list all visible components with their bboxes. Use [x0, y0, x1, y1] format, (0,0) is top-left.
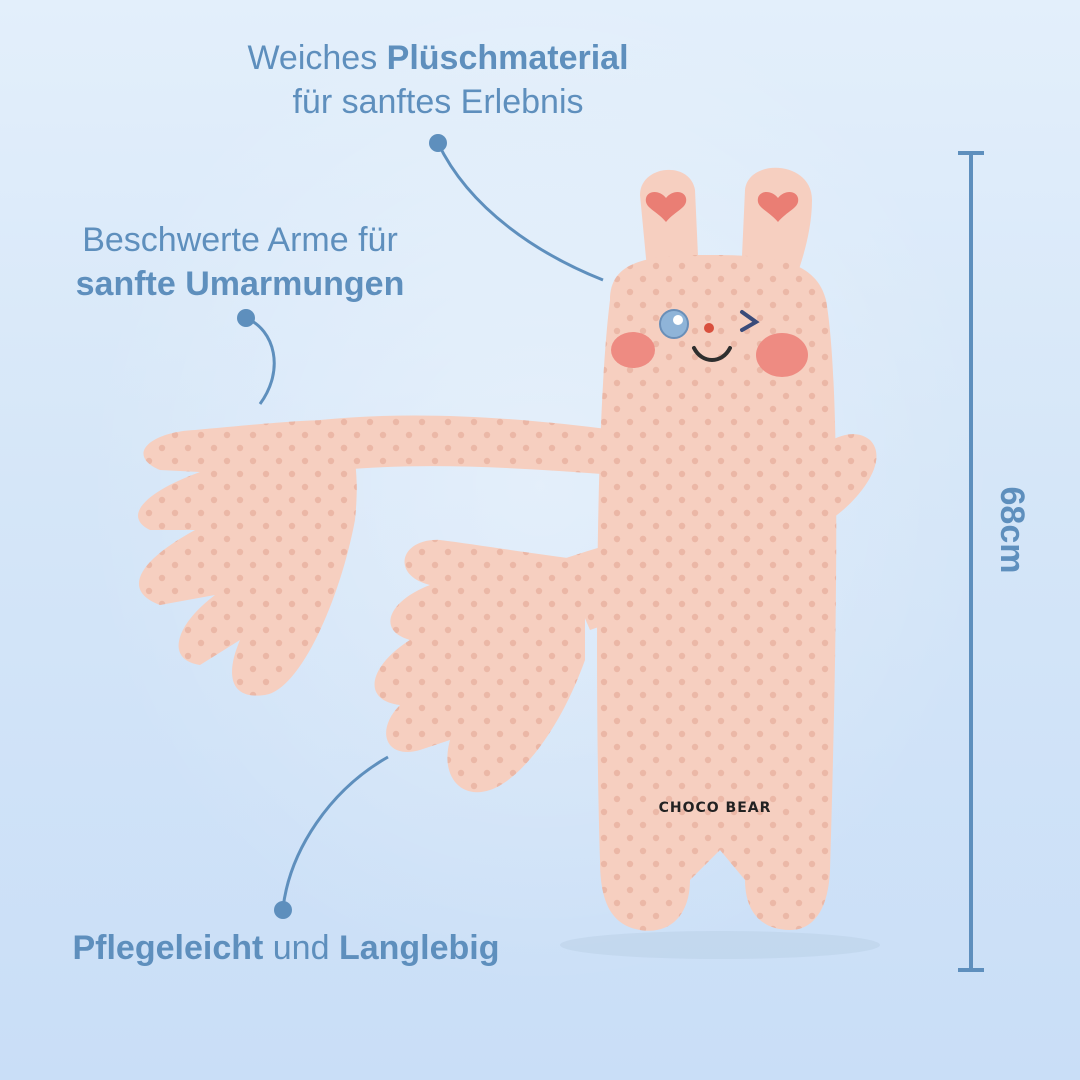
callout-bottom-bold1: Pflegeleicht — [72, 929, 264, 967]
plush-toy — [138, 167, 880, 959]
connector-dot-bottom — [274, 901, 292, 919]
connector-top — [436, 142, 604, 282]
connector-bottom — [281, 755, 389, 909]
callout-easy-care: Pflegeleicht und Langlebig — [36, 926, 536, 970]
smile-mouth — [692, 346, 732, 362]
connector-left — [245, 316, 276, 405]
heart-icon — [645, 192, 687, 222]
callout-plush-material: Weiches Plüschmaterial für sanftes Erleb… — [208, 36, 668, 124]
height-label: 68cm — [993, 486, 1031, 574]
connector-lines — [245, 142, 604, 909]
cheek-right — [756, 333, 808, 377]
heart-icon — [757, 192, 799, 222]
callout-top-regular: Weiches — [247, 39, 387, 77]
callout-left-line1: Beschwerte Arme für — [82, 221, 398, 259]
connector-dot-top — [429, 134, 447, 152]
connector-dot-left — [237, 309, 255, 327]
callout-bottom-regular: und — [263, 929, 339, 967]
callout-bottom-bold2: Langlebig — [338, 929, 500, 967]
nose — [704, 323, 714, 333]
product-tag: CHOCO BEAR — [658, 800, 772, 816]
height-dimension-bar — [958, 151, 984, 972]
cheek-left — [611, 332, 655, 368]
callout-top-line2: für sanftes Erlebnis — [292, 83, 584, 121]
callout-left-bold: sanfte Umarmungen — [75, 265, 405, 303]
callout-weighted-arms: Beschwerte Arme für sanfte Umarmungen — [30, 218, 450, 306]
blue-eye-icon — [659, 309, 689, 339]
callout-top-bold: Plüschmaterial — [386, 39, 629, 77]
wink-eye-icon — [740, 310, 760, 332]
connector-dots — [237, 134, 447, 919]
